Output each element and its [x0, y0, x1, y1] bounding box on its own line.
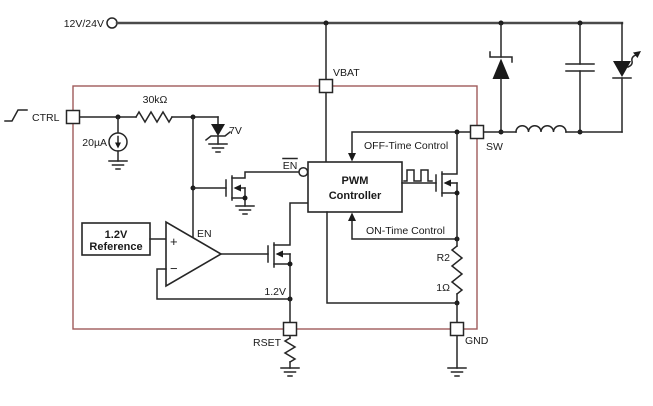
schottky-diode: [489, 20, 513, 135]
m1-drain-wire: [231, 171, 300, 179]
comparator-enable-label: EN: [197, 228, 212, 240]
off-time-control-line: OFF-Time Control: [348, 129, 472, 162]
reference-box-outline: [81, 222, 151, 256]
off-time-arrowhead: [348, 153, 356, 162]
supply-label: 12V/24V: [64, 18, 104, 30]
resistor-30k-label: 30kΩ: [143, 94, 168, 106]
comparator-plus-sign: +: [170, 234, 178, 249]
schottky-anode-triangle: [492, 58, 510, 79]
m2-drain-wire: [273, 202, 309, 246]
zener-7v: 7V: [204, 116, 242, 153]
current-source-20ua: 20µA: [82, 116, 128, 170]
supply-rail: 12V/24V: [64, 17, 624, 30]
reference-value-label: 1.2V: [105, 229, 128, 241]
ctrl-terminal-label: CTRL: [32, 112, 60, 124]
mosfet-m3: [435, 131, 460, 240]
off-time-wire: [351, 131, 472, 156]
ic-boundary-box: [72, 85, 478, 330]
pwm-box-outline: [307, 161, 403, 213]
on-time-label: ON-Time Control: [366, 225, 445, 237]
gnd-terminal-label: GND: [465, 335, 489, 347]
feedback-node-label: 1.2V: [264, 286, 286, 298]
ctrl-input: CTRL: [4, 109, 60, 124]
r2-value-label: 1Ω: [436, 282, 450, 294]
ground-icon: [447, 367, 467, 377]
pwm-title-label: PWM: [342, 175, 369, 187]
resistor-r2: R2 1Ω: [436, 238, 464, 306]
r2-name-label: R2: [437, 252, 451, 264]
schottky-cathode-bar: [489, 51, 513, 63]
junction-dot: [242, 195, 248, 201]
current-source-label: 20µA: [82, 137, 107, 149]
led-triangle: [613, 61, 631, 77]
comparator-minus-sign: −: [170, 261, 178, 276]
rset-branch: [280, 298, 300, 377]
sw-terminal-label: SW: [486, 141, 503, 153]
rset-terminal-label: RSET: [253, 337, 282, 349]
ground-icon: [208, 143, 228, 153]
ground-icon: [108, 160, 128, 170]
junction-dot: [454, 190, 460, 196]
on-time-arrowhead: [348, 212, 356, 221]
led-emission-arrow: [627, 54, 637, 68]
mosfet-m1: [192, 171, 300, 215]
zener-triangle: [211, 124, 225, 136]
pwm-controller-box: PWM Controller EN: [282, 157, 403, 213]
ctrl-step-waveform-icon: [4, 109, 28, 122]
r2-zigzag: [450, 244, 464, 296]
resistor-rset: [283, 336, 297, 364]
reference-name-label: Reference: [89, 241, 142, 253]
supply-terminal-circle: [106, 17, 118, 29]
comparator: + − 1.2V: [156, 220, 293, 302]
led-emission-arrowhead: [633, 51, 641, 58]
pulse-waveform-icon: [403, 169, 433, 182]
sense-return-wire: [326, 211, 458, 304]
terminal-gnd: [449, 321, 465, 337]
inductor: [515, 125, 567, 133]
resistor-30k: [134, 110, 174, 124]
sw-output-line: [482, 125, 623, 133]
m3-body-arrowhead: [443, 179, 451, 187]
enable-bar-label: EN: [283, 160, 298, 172]
m2-body-arrowhead: [275, 250, 283, 258]
terminal-ctrl: [65, 109, 81, 125]
enable-bar-bubble: [298, 166, 309, 178]
feedback-wire: [156, 268, 291, 300]
zener-label: 7V: [229, 125, 242, 137]
enable-rail: EN: [190, 116, 212, 240]
m1-body-arrowhead: [233, 184, 241, 192]
gate-drive-output: [401, 169, 437, 184]
terminal-rset: [282, 321, 298, 337]
reference-box: 1.2V Reference: [81, 222, 167, 256]
ground-icon: [280, 367, 300, 377]
output-capacitor: [565, 20, 595, 135]
vbat-terminal-label: VBAT: [333, 67, 360, 79]
junction-dot: [287, 261, 293, 267]
led: [612, 22, 641, 133]
vbat-branch: [323, 20, 329, 163]
pwm-subtitle-label: Controller: [329, 190, 382, 202]
ground-icon: [235, 205, 255, 215]
terminal-vbat: [318, 78, 334, 94]
gnd-branch: [447, 302, 467, 377]
mosfet-m2: [220, 202, 309, 300]
off-time-label: OFF-Time Control: [364, 140, 448, 152]
ctrl-network: 30kΩ 20µA: [78, 94, 242, 170]
comparator-triangle: [165, 220, 223, 288]
terminal-sw: [469, 124, 485, 140]
on-time-wire: [351, 218, 458, 240]
on-time-control-line: ON-Time Control: [348, 212, 460, 242]
ic-terminals: VBAT SW RSET GND: [65, 67, 503, 349]
current-source-arrowhead: [115, 142, 121, 149]
m3-drain-wire: [441, 131, 458, 175]
